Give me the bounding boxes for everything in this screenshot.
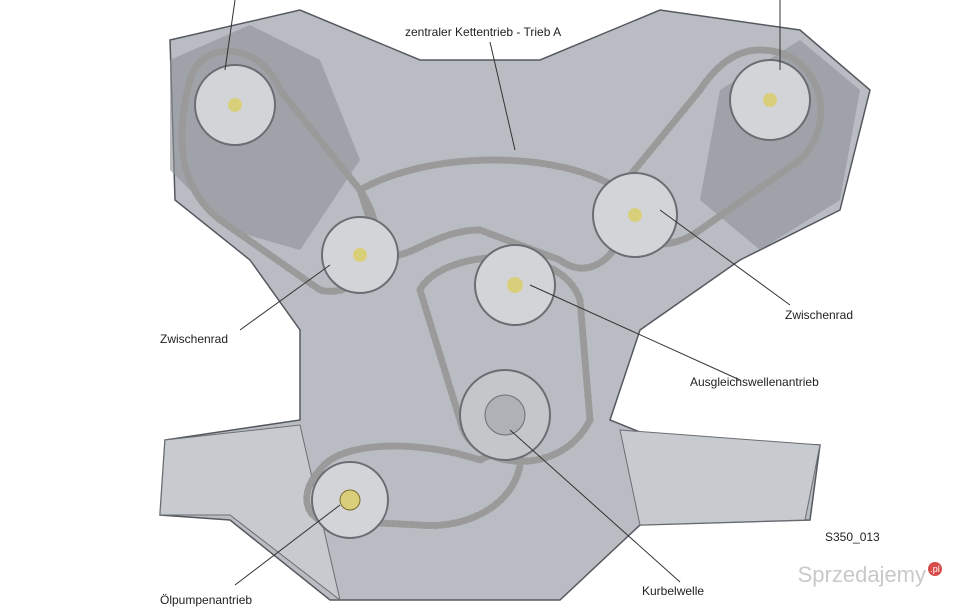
label-idler-left: Zwischenrad [160,332,229,346]
bolt [628,208,642,222]
leader-balance-shaft [529,284,741,381]
bolt [507,277,523,293]
label-crankshaft: Kurbelwelle [642,584,705,598]
label-balance-shaft: Ausgleichswellenantrieb [690,375,819,389]
label-oil-pump: Ölpumpenantrieb [160,593,253,607]
leader-central-chain [489,41,516,151]
bolt [763,93,777,107]
leader-lines [224,0,791,586]
leader-crankshaft [509,429,681,583]
label-central-chain: zentraler Kettentrieb - Trieb A [405,25,562,39]
figure-id: S350_013 [825,530,880,544]
leader-idler-left [239,264,331,331]
leader-oil-pump [234,504,341,586]
watermark-text: Sprzedajemy [797,562,926,587]
sprockets [194,59,811,539]
watermark-badge: .pl [928,562,942,576]
label-idler-right: Zwischenrad [785,308,854,322]
oil-pump-hub [339,489,361,511]
oil-pan [159,424,341,602]
watermark: Sprzedajemy.pl [798,562,942,588]
bolt [228,98,242,112]
leader-idler-right [659,209,791,306]
leader-top-left [224,0,236,71]
chain-oil-pump [303,434,525,530]
crankshaft-hub [484,394,526,436]
bolt [353,248,367,262]
oil-pan-right [619,429,821,526]
